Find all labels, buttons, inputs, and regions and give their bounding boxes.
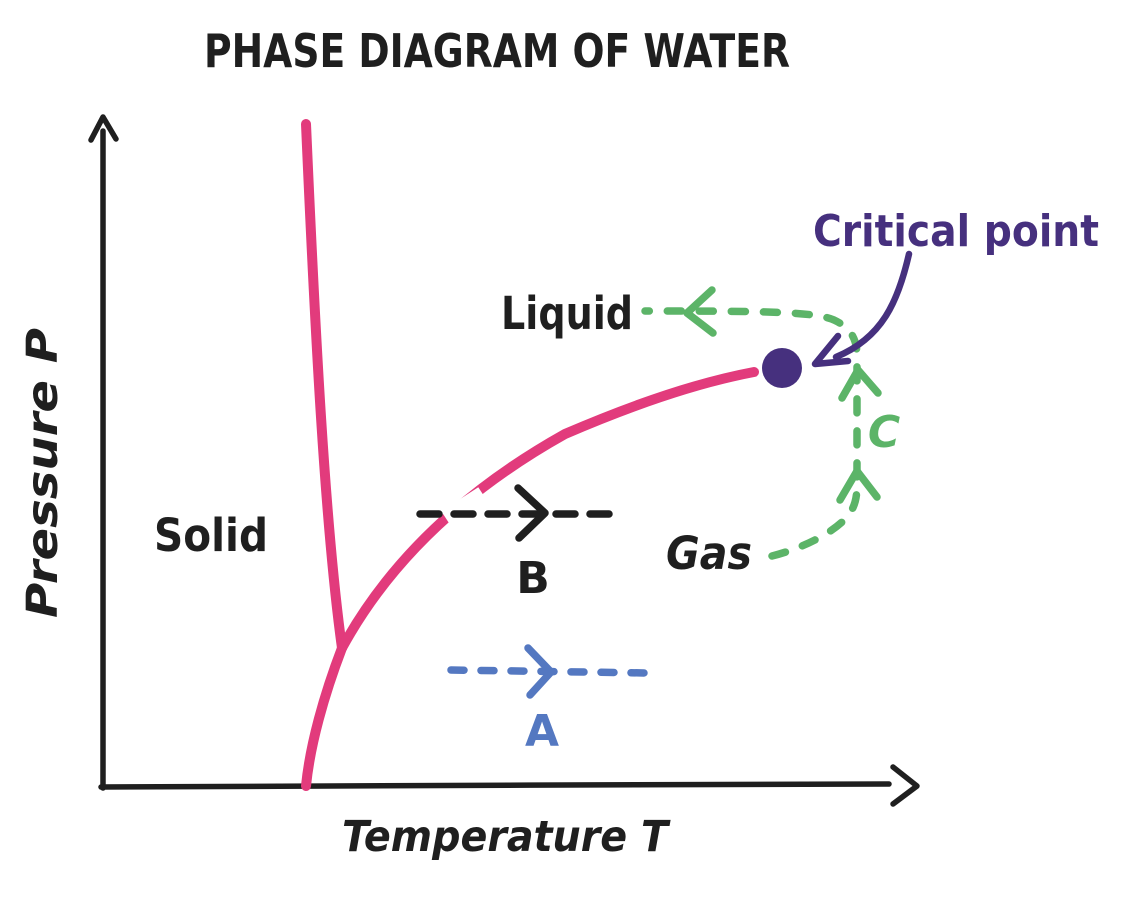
x-axis-line bbox=[98, 781, 892, 790]
x-axis-label: Temperature T bbox=[342, 812, 671, 862]
path-c-arrowhead-upper-icon bbox=[838, 366, 882, 402]
path-c-line bbox=[641, 307, 861, 560]
diagram-title: PHASE DIAGRAM OF WATER bbox=[204, 24, 790, 78]
region-label-gas: Gas bbox=[666, 527, 752, 580]
x-axis-arrow-icon bbox=[890, 764, 920, 807]
critical-point-dot bbox=[762, 348, 802, 388]
y-axis-label: Pressure P bbox=[18, 328, 68, 618]
melting-curve bbox=[301, 119, 347, 653]
path-c-arrowhead-left-icon bbox=[683, 286, 717, 337]
region-label-liquid: Liquid bbox=[501, 287, 633, 340]
y-axis-arrow-icon bbox=[88, 114, 119, 143]
critical-point-callout-arrowhead-icon bbox=[811, 332, 852, 368]
sublimation-curve bbox=[301, 643, 347, 791]
path-b-label: B bbox=[516, 553, 550, 604]
path-a-label: A bbox=[525, 706, 559, 757]
critical-point-label: Critical point bbox=[813, 206, 1099, 257]
region-label-solid: Solid bbox=[154, 509, 268, 562]
critical-point-callout-arrow bbox=[832, 250, 913, 361]
path-c-label: C bbox=[868, 407, 900, 458]
path-c-arrowhead-lower-icon bbox=[836, 467, 881, 504]
path-b-arrowhead-icon bbox=[514, 484, 549, 542]
vaporization-curve bbox=[337, 367, 759, 653]
path-a-arrowhead-icon bbox=[524, 644, 555, 699]
